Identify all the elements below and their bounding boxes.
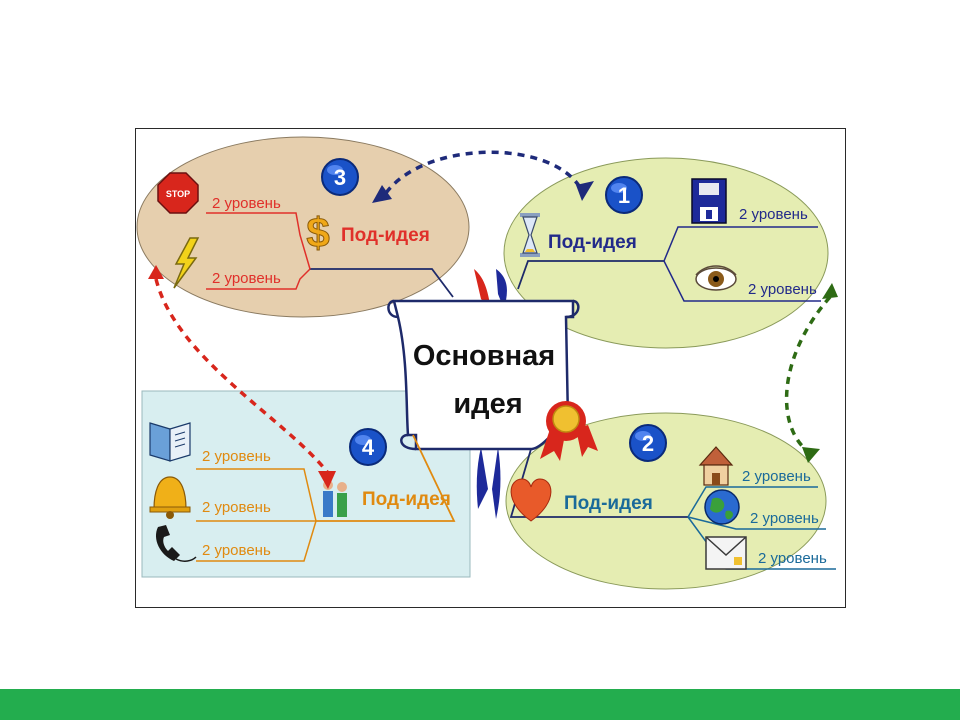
arrowhead-3-side [372, 185, 392, 203]
idea-3-number: 3 [334, 165, 346, 190]
idea-1-level-2: 2 уровень [748, 281, 817, 298]
idea-4-level-1: 2 уровень [202, 448, 271, 465]
house-icon [698, 446, 734, 486]
dashed-arrows [154, 150, 832, 475]
svg-text:STOP: STOP [166, 189, 190, 199]
idea-3-badge: 3 [321, 158, 359, 196]
idea-2-level-3: 2 уровень [758, 550, 827, 567]
arrowhead-4-side [318, 471, 336, 489]
idea-1-label: Под-идея [548, 232, 637, 253]
arrow-1-to-2 [784, 295, 832, 455]
idea-4-number: 4 [362, 435, 375, 460]
central-idea-line1: Основная [413, 340, 555, 372]
lightning-icon [173, 237, 200, 289]
arrow-3-to-4 [154, 278, 330, 475]
connectors [310, 260, 688, 522]
idea-2-number: 2 [642, 431, 654, 456]
arrowheads [148, 181, 838, 489]
heart-icon [510, 478, 552, 522]
idea-4-level-2: 2 уровень [202, 499, 271, 516]
idea-2-level-1: 2 уровень [742, 468, 811, 485]
idea-4-branches [196, 468, 317, 562]
idea-1-branches [663, 226, 821, 302]
stop-sign-icon: STOP [157, 172, 199, 214]
idea-1-number: 1 [618, 183, 630, 208]
bell-icon [149, 476, 191, 519]
ribbon-tails [474, 269, 507, 519]
idea-4-label: Под-идея [362, 489, 451, 510]
eye-icon [695, 265, 737, 291]
idea-3-branches [206, 212, 311, 290]
idea-3-level-2: 2 уровень [212, 270, 281, 287]
floppy-disk-icon [691, 178, 727, 224]
svg-text:$: $ [306, 209, 329, 256]
idea-1-badge: 1 [605, 176, 643, 214]
idea-2-level-2: 2 уровень [750, 510, 819, 527]
rosette-icon [540, 401, 598, 461]
idea-2-badge: 2 [629, 424, 667, 462]
globe-icon [704, 489, 740, 525]
idea-3-level-1: 2 уровень [212, 195, 281, 212]
idea-4-badge: 4 [349, 428, 387, 466]
idea-3-oval [136, 136, 470, 318]
hourglass-icon [520, 213, 540, 257]
telephone-icon [155, 525, 197, 562]
bottom-accent-bar [0, 689, 960, 720]
idea-2-label: Под-идея [564, 493, 653, 514]
dollar-icon: $ [306, 209, 330, 257]
idea-4-level-3: 2 уровень [202, 542, 271, 559]
envelope-icon [705, 536, 747, 570]
arrowhead-1-side [576, 181, 594, 201]
idea-3-label: Под-идея [341, 225, 430, 246]
mind-map-frame: Основная идея 2 уровень 2 уровень Под-ид… [135, 128, 846, 608]
arrowhead-2-top [802, 447, 820, 463]
idea-1-level-1: 2 уровень [739, 206, 808, 223]
central-idea-line2: идея [453, 388, 522, 420]
arrowhead-3-top [148, 265, 164, 279]
book-icon [149, 422, 191, 462]
arrowhead-1-bottom [822, 283, 838, 299]
mind-map-diagram: Основная идея 2 уровень 2 уровень Под-ид… [136, 136, 838, 590]
arrow-3-to-1 [384, 150, 584, 195]
